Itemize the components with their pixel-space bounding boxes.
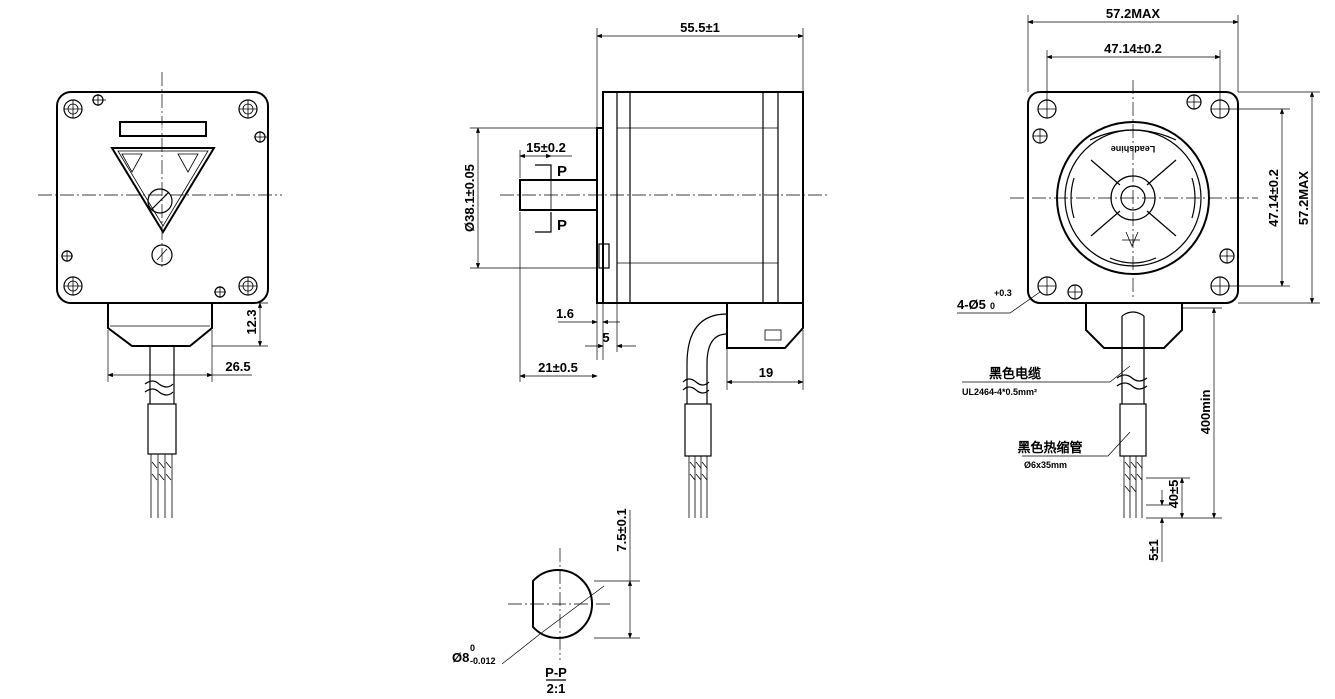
- side-connector-length-label: 19: [759, 365, 773, 380]
- front-cable-boot: [107, 302, 213, 347]
- section-shaft: [532, 569, 594, 639]
- side-flange-thk-label: 1.6: [556, 306, 574, 321]
- section-tol-upper: 0: [470, 643, 475, 653]
- front-sleeve: [147, 403, 177, 455]
- section-title: P-P: [545, 665, 567, 680]
- rear-cover-outer: [1056, 121, 1210, 275]
- front-logo-plate: [119, 121, 207, 137]
- cable-label-cn: 黑色电缆: [989, 366, 1041, 381]
- side-view: P P 55.5±1 15±0.2 Ø38.1±0.05: [462, 20, 830, 518]
- ground-badge: [151, 244, 173, 266]
- section-mark-top: P: [557, 163, 567, 180]
- side-flat-length-label: 15±0.2: [526, 140, 566, 155]
- side-sleeve: [684, 403, 712, 457]
- section-mark-bottom: P: [557, 217, 567, 234]
- section-tol-lower: -0.012: [470, 656, 496, 666]
- rear-width-label: 57.2MAX: [1106, 6, 1161, 21]
- section-dia-label: Ø8: [452, 650, 469, 665]
- rear-mount-holes: [1032, 94, 1235, 300]
- strip-length-label: 40±5: [1166, 480, 1181, 509]
- side-motor-body: [602, 91, 804, 304]
- rear-holes-label: 4-Ø5: [957, 297, 986, 312]
- side-shaft: [519, 179, 598, 211]
- rear-view: Leadshine 57.2MAX 47.14±0.2 47.14±0.2 5: [957, 6, 1320, 562]
- logo-text: Leadshine: [141, 124, 186, 134]
- sleeve-label-cn: 黑色热缩管: [1017, 440, 1082, 455]
- side-shaft-length-label: 21±0.5: [538, 360, 578, 375]
- rear-holes-tol-lower: 0: [990, 301, 995, 311]
- rear-logo-text: Leadshine: [1111, 144, 1156, 154]
- side-connector: [726, 302, 804, 349]
- side-pilot-dia-label: Ø38.1±0.05: [462, 164, 477, 232]
- rear-hub: [1110, 175, 1156, 221]
- rear-cable-boot: [1085, 302, 1183, 349]
- sleeve-spec-label: Ø6x35mm: [1024, 460, 1067, 470]
- rear-pitch-label: 47.14±0.2: [1104, 41, 1162, 56]
- side-body-length-label: 55.5±1: [680, 20, 720, 35]
- cable-spec-label: UL2464-4*0.5mm²: [962, 387, 1037, 397]
- front-cable-width-label: 26.5: [225, 359, 250, 374]
- section-scale: 2:1: [547, 681, 566, 696]
- front-boot-height-label: 12.3: [244, 309, 259, 334]
- rear-sleeve: [1119, 403, 1147, 457]
- rear-holes-tol-upper: +0.3: [994, 288, 1012, 298]
- side-step-label: 5: [602, 330, 609, 345]
- front-warning-triangle: [110, 147, 216, 234]
- front-mount-holes: [61, 94, 268, 298]
- tin-length-label: 5±1: [1146, 539, 1161, 561]
- lead-length-label: 400min: [1198, 390, 1213, 435]
- section-flat-label: 7.5±0.1: [614, 508, 629, 551]
- section-view: 7.5±0.1 Ø8 0 -0.012 P-P 2:1: [452, 508, 640, 696]
- front-warning-symbol: [147, 188, 173, 214]
- rear-pitch-v-label: 47.14±0.2: [1266, 169, 1281, 227]
- front-view: Leadshine 12.3 26.5: [38, 72, 282, 518]
- rear-height-label: 57.2MAX: [1296, 171, 1311, 226]
- side-flange: [596, 127, 604, 304]
